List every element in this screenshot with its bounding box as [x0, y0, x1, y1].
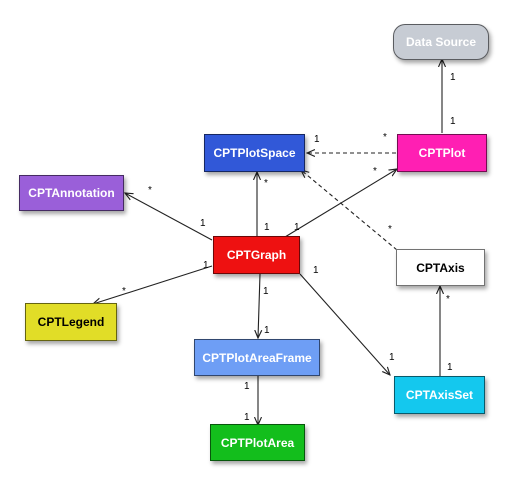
mult-label: *: [122, 286, 126, 297]
node-cptannotation[interactable]: CPTAnnotation: [19, 175, 124, 211]
node-cptplotareaframe[interactable]: CPTPlotAreaFrame: [194, 339, 320, 376]
node-cptgraph[interactable]: CPTGraph: [213, 236, 300, 274]
edge-graph-to-plotareaframe: [258, 273, 260, 338]
node-label: CPTAxisSet: [405, 388, 474, 402]
edge-graph-to-legend: [93, 265, 213, 304]
mult-label: *: [373, 166, 377, 177]
node-label: CPTAxis: [416, 260, 465, 275]
mult-label: *: [446, 294, 450, 305]
node-cptaxis[interactable]: CPTAxis: [396, 249, 485, 286]
node-label: CPTLegend: [37, 315, 105, 329]
mult-label: 1: [313, 265, 319, 276]
mult-label: 1: [389, 352, 395, 363]
mult-label: 1: [450, 72, 456, 83]
edge-axis-to-plotspace: [301, 170, 398, 251]
node-cptplot[interactable]: CPTPlot: [397, 134, 487, 172]
node-label: CPTAnnotation: [28, 186, 115, 200]
node-label: CPTPlotArea: [220, 435, 295, 450]
mult-label: *: [388, 224, 392, 235]
mult-label: 1: [263, 286, 269, 297]
node-cptplotspace[interactable]: CPTPlotSpace: [204, 134, 305, 172]
mult-label: 1: [203, 260, 209, 271]
node-label: CPTGraph: [226, 248, 287, 262]
mult-label: 1: [200, 218, 206, 229]
node-label: CPTPlotAreaFrame: [202, 350, 312, 365]
node-label: CPTPlot: [418, 146, 466, 160]
mult-label: 1: [294, 222, 300, 233]
mult-label: *: [148, 185, 152, 196]
mult-label: 1: [244, 381, 250, 392]
mult-label: *: [383, 132, 387, 143]
mult-label: 1: [314, 134, 320, 145]
node-label: Data Source: [405, 35, 477, 49]
node-cptplotarea[interactable]: CPTPlotArea: [210, 424, 305, 461]
mult-label: 1: [244, 412, 250, 423]
mult-label: 1: [264, 222, 270, 233]
mult-label: 1: [264, 325, 270, 336]
node-label: CPTPlotSpace: [213, 146, 296, 160]
mult-label: 1: [447, 362, 453, 373]
mult-label: *: [264, 178, 268, 189]
edge-graph-to-annotation: [125, 193, 213, 241]
node-data-source[interactable]: Data Source: [393, 24, 489, 60]
edge-graph-to-axisset: [299, 273, 390, 375]
mult-label: 1: [450, 116, 456, 127]
node-cptlegend[interactable]: CPTLegend: [25, 303, 117, 341]
node-cptaxisset[interactable]: CPTAxisSet: [394, 376, 485, 414]
